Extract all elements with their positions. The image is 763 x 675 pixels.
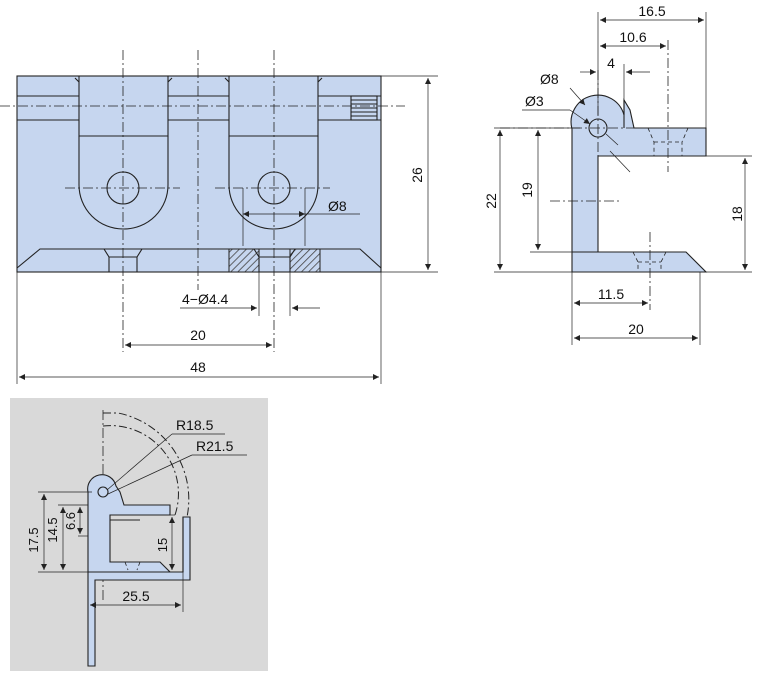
dim-inset-height-inner: 14.5	[45, 517, 60, 542]
leaf-outline-left	[78, 136, 169, 230]
dim-hole-diameter: Ø8	[328, 198, 347, 214]
dim-base-length: 20	[628, 321, 644, 337]
inset-pin	[97, 486, 109, 498]
inset-hinge	[87, 474, 172, 573]
countersink-section-right	[289, 248, 321, 273]
dim-inset-door-height: 15	[155, 538, 170, 552]
knurled-pin-end	[350, 95, 378, 121]
dim-inset-base-width: 25.5	[122, 588, 149, 604]
dim-overall-width: 48	[190, 359, 206, 375]
front-view: 26 Ø8 4−Ø4.4 20 48	[0, 50, 438, 384]
dim-top-offset: 16.5	[638, 3, 665, 19]
dim-hole-spacing: 20	[190, 327, 206, 343]
dim-total-height: 22	[483, 193, 499, 209]
dim-pin-offset: 4	[607, 55, 615, 71]
inset-view: R18.5 R21.5 17.5 14.5 6.6 15 25.5	[10, 398, 268, 671]
dim-pin-diameter: Ø3	[525, 93, 544, 109]
leaf-outline-right	[228, 136, 319, 230]
dim-flange-offset: 10.6	[619, 29, 646, 45]
countersink-section-left	[228, 248, 260, 273]
base-chamfer	[16, 248, 382, 269]
dim-radius-inner: R18.5	[176, 417, 214, 433]
dim-inset-height-outer: 17.5	[26, 527, 41, 552]
dim-inset-small-offset: 6.6	[63, 512, 78, 530]
swing-arc-outer	[103, 412, 190, 518]
dim-hole-position: 11.5	[598, 286, 624, 302]
inset-background	[10, 398, 268, 671]
dim-inner-height: 19	[519, 182, 535, 198]
side-view: 16.5 10.6 4 Ø8 Ø3 22 19 18	[483, 3, 752, 345]
dim-knuckle-diameter: Ø8	[540, 71, 559, 87]
hinge-profile	[570, 94, 708, 273]
dim-mounting-holes: 4−Ø4.4	[182, 291, 229, 307]
dim-height: 26	[409, 167, 425, 183]
hinge-body	[16, 75, 382, 273]
dim-radius-outer: R21.5	[196, 438, 234, 454]
dim-flange-height: 18	[729, 206, 745, 222]
